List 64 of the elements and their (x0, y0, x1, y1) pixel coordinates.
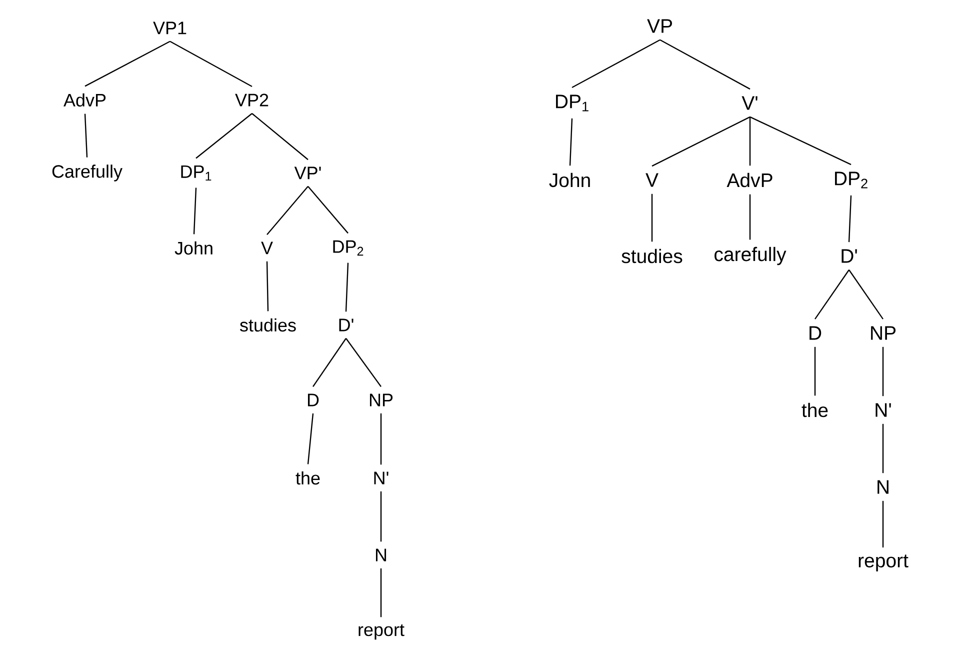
tree-label: D (308, 394, 319, 406)
tree-branch (814, 270, 850, 320)
tree-label: N' (374, 472, 388, 484)
tree-label: DP$_{1}$ (556, 94, 588, 112)
tree-label: V (261, 242, 273, 254)
tree-branch (380, 568, 382, 618)
tree-label: N' (876, 403, 891, 417)
tree-label: carefully (714, 246, 786, 266)
tree-label: report (858, 554, 908, 572)
tree-label: DP$_{1}$ (181, 165, 212, 181)
tree-branch (882, 346, 884, 396)
tree-branch (572, 39, 660, 88)
tree-label: DP$_{2}$ (333, 240, 364, 256)
tree-label: N (376, 548, 386, 562)
tree-branch (307, 413, 314, 464)
tree-branch (814, 346, 816, 396)
tree-label: studies (622, 248, 682, 264)
tree-branch (252, 113, 308, 160)
tree-label: DP$_{2}$ (835, 172, 868, 188)
tree-branch (882, 500, 884, 548)
tree-label: V (646, 173, 658, 187)
tree-branch (882, 424, 884, 474)
tree-branch (266, 261, 269, 312)
tree-label: V' (742, 96, 758, 110)
tree-branch (345, 262, 349, 312)
tree-branch (569, 118, 573, 166)
tree-branch (660, 39, 750, 90)
tree-branch (749, 116, 751, 166)
tree-label: N (878, 480, 888, 494)
tree-branch (749, 194, 751, 240)
tree-branch (84, 114, 88, 158)
tree-branch (308, 186, 348, 234)
tree-branch (848, 195, 852, 242)
tree-branch (750, 116, 852, 166)
tree-label: VP (647, 19, 672, 33)
tree-label: AdvP (64, 93, 106, 107)
tree-label: VP2 (235, 94, 268, 106)
tree-branch (346, 338, 382, 387)
tree-label: report (358, 624, 404, 640)
tree-branch (170, 40, 252, 88)
tree-label: the (296, 471, 320, 485)
tree-label: John (549, 172, 590, 188)
tree-label: VP' (294, 166, 321, 180)
tree-label: AdvP (726, 172, 772, 188)
tree-label: D' (339, 318, 354, 332)
tree-label: D (810, 326, 822, 340)
tree-branch (84, 40, 170, 87)
tree-branch (380, 413, 382, 465)
tree-label: D' (842, 249, 857, 263)
tree-label: VP1 (153, 22, 186, 34)
tree-branch (312, 338, 346, 387)
tree-branch (193, 188, 197, 234)
tree-label: studies (240, 318, 296, 332)
tree-branch (266, 186, 308, 235)
tree-label: NP (370, 394, 393, 406)
tree-branch (848, 270, 884, 320)
tree-label: Carefully (52, 164, 122, 182)
tree-branch (380, 491, 382, 542)
tree-label: John (174, 241, 212, 255)
tree-branch (196, 113, 252, 159)
tree-label: NP (871, 326, 896, 340)
tree-branch (652, 116, 750, 167)
tree-branch (651, 194, 653, 242)
tree-label: the (802, 402, 828, 418)
